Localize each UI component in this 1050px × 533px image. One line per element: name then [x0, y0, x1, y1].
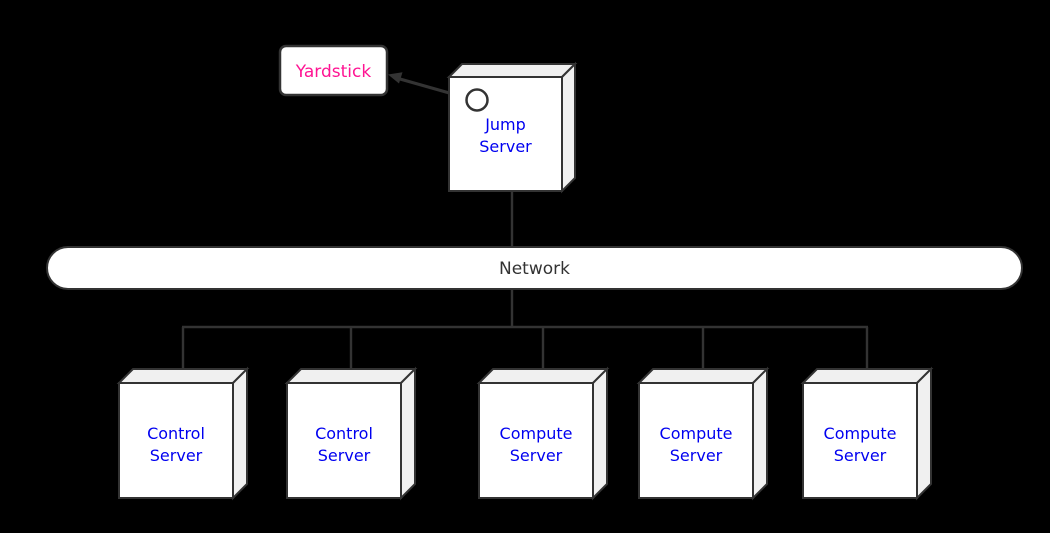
node-control-server-2: Control Server: [284, 366, 418, 501]
network-label: Network: [499, 259, 570, 279]
control-server-1-label-line2: Server: [150, 446, 203, 465]
interface-circle-icon: [465, 88, 489, 112]
compute-server-1-front-face: [478, 382, 594, 499]
compute-server-1-top-face: [476, 368, 610, 384]
control-server-1-top-face: [116, 368, 250, 384]
jump-server-label-line2: Server: [479, 137, 532, 156]
node-control-server-1: Control Server: [116, 366, 250, 501]
jump-server-label-line1: Jump: [484, 115, 526, 134]
compute-server-3-top-face: [800, 368, 934, 384]
control-server-2-label-line2: Server: [318, 446, 371, 465]
yardstick-box: [278, 44, 389, 97]
control-server-1-front-face: [118, 382, 234, 499]
compute-server-3-front-face: [802, 382, 918, 499]
edges: [181, 191, 869, 378]
control-server-1-side-face: [232, 366, 248, 501]
control-server-1-label-line1: Control: [147, 424, 205, 443]
jump-server-front-face: [448, 76, 563, 192]
control-server-2-side-face: [400, 366, 416, 501]
jump-server-top-face: [446, 63, 578, 78]
node-compute-server-2: Compute Server: [636, 366, 770, 501]
compute-server-1-label-line1: Compute: [500, 424, 573, 443]
compute-server-2-label-line2: Server: [670, 446, 723, 465]
jump-server-side-face: [561, 61, 576, 194]
compute-server-2-top-face: [636, 368, 770, 384]
network-bar: [46, 246, 1023, 290]
compute-server-2-side-face: [752, 366, 768, 501]
compute-server-2-label-line1: Compute: [660, 424, 733, 443]
node-compute-server-1: Compute Server: [476, 366, 610, 501]
node-yardstick: Yardstick: [278, 44, 389, 97]
compute-server-3-label-line1: Compute: [824, 424, 897, 443]
arrow-head-icon: [388, 72, 403, 84]
control-server-2-label-line1: Control: [315, 424, 373, 443]
compute-server-1-side-face: [592, 366, 608, 501]
compute-server-3-label-line2: Server: [834, 446, 887, 465]
yardstick-label: Yardstick: [295, 62, 372, 82]
compute-server-3-side-face: [916, 366, 932, 501]
control-server-2-top-face: [284, 368, 418, 384]
control-server-2-front-face: [286, 382, 402, 499]
node-jump-server: Jump Server: [446, 61, 578, 194]
compute-server-1-label-line2: Server: [510, 446, 563, 465]
compute-server-2-front-face: [638, 382, 754, 499]
node-compute-server-3: Compute Server: [800, 366, 934, 501]
node-network: Network: [46, 246, 1023, 290]
